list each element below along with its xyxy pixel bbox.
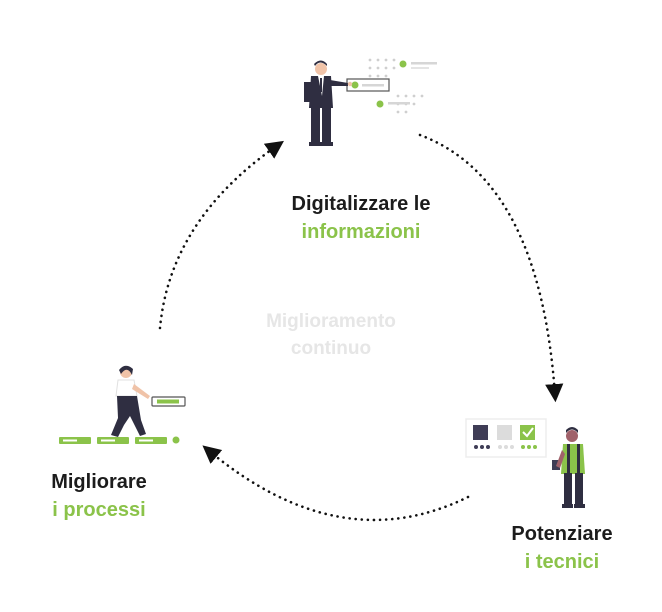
step-improve: Migliorare i processi (34, 468, 164, 524)
step-digitalize-line1: Digitalizzare le (291, 193, 431, 215)
step-improve-line1: Migliorare (51, 471, 147, 493)
step-empower: Potenziare i tecnici (492, 520, 632, 576)
step-empower-line1: Potenziare (511, 523, 613, 545)
center-label-line1: Miglioramento (266, 311, 396, 332)
arrow-top-to-right (418, 133, 564, 403)
technician-illustration (465, 418, 585, 508)
step-digitalize: Digitalizzare le informazioni (276, 190, 446, 246)
process-illustration (59, 365, 186, 444)
step-digitalize-line2: informazioni (301, 221, 421, 243)
arrow-left-to-top (158, 140, 284, 330)
step-empower-line2: i tecnici (524, 551, 600, 573)
businessman-illustration (304, 58, 437, 146)
center-label-line2: continuo (290, 338, 372, 359)
center-label-continuous-improvement: Miglioramento continuo (226, 308, 436, 362)
arrow-right-to-left (202, 445, 470, 522)
step-improve-line2: i processi (52, 499, 146, 521)
